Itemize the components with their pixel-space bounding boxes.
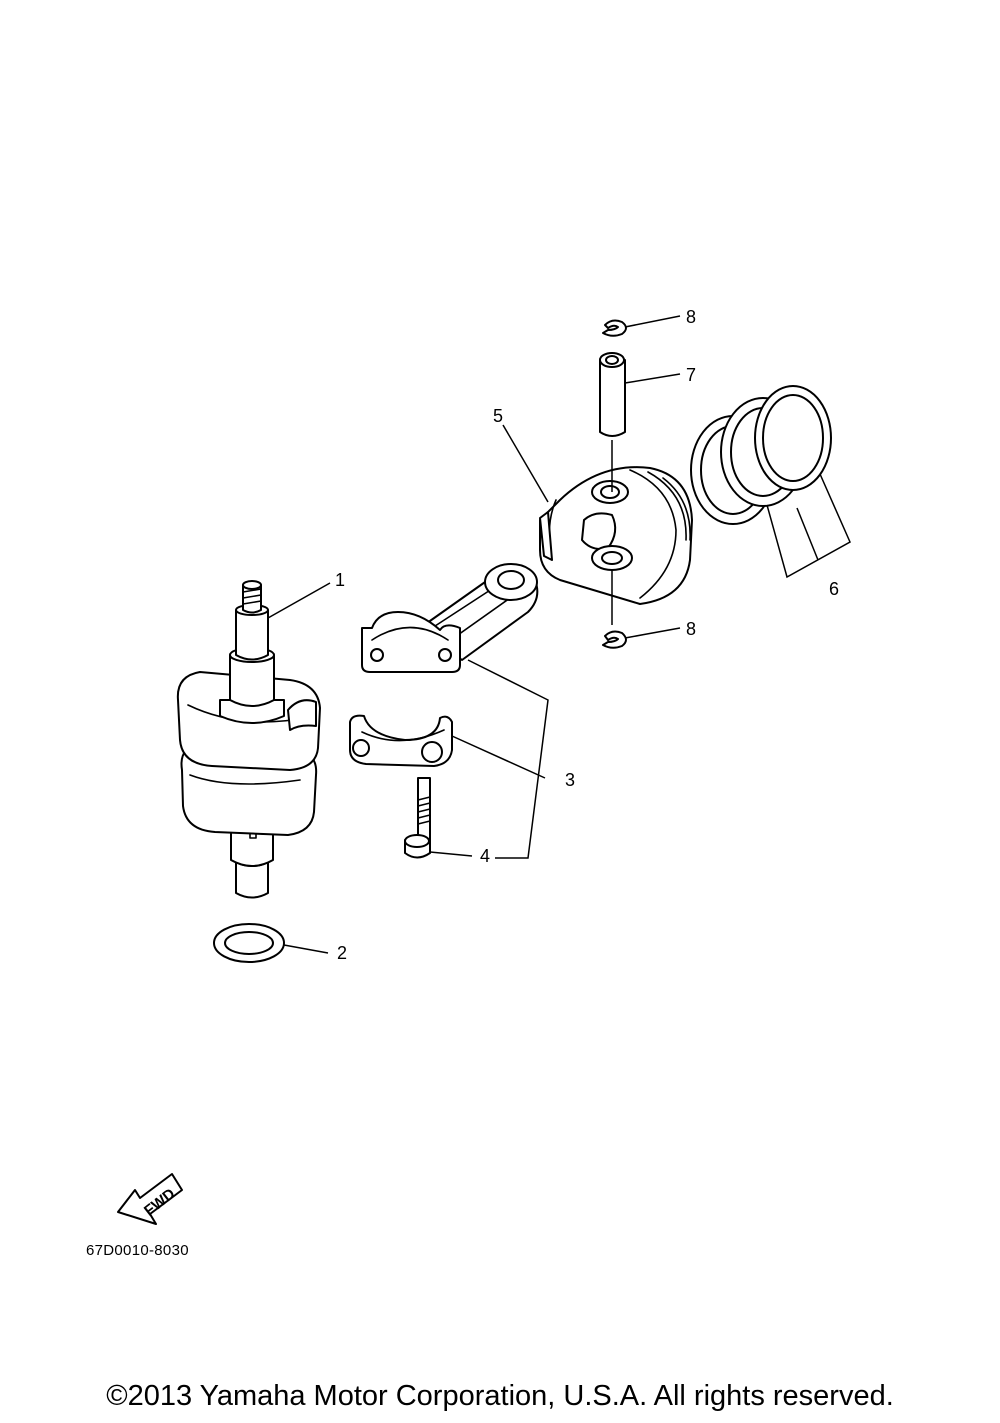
connecting-rod-part bbox=[349, 563, 539, 767]
piston-part bbox=[539, 466, 693, 605]
bolt-part bbox=[404, 777, 431, 859]
callout-3: 3 bbox=[565, 770, 575, 790]
leader-lines bbox=[267, 315, 851, 954]
diagram-code: 67D0010-8030 bbox=[86, 1242, 189, 1259]
callout-7: 7 bbox=[686, 365, 696, 385]
piston-rings-part bbox=[690, 385, 832, 525]
piston-pin-clip-bottom-part bbox=[602, 630, 627, 649]
callout-2: 2 bbox=[337, 943, 347, 963]
piston-pin-clip-top-part bbox=[602, 319, 627, 337]
callout-8-bottom: 8 bbox=[686, 619, 696, 639]
crankshaft-part bbox=[176, 580, 321, 899]
washer-part bbox=[213, 923, 285, 963]
callout-1: 1 bbox=[335, 570, 345, 590]
fwd-arrow-icon: FWD bbox=[117, 1173, 183, 1225]
piston-pin-part bbox=[599, 352, 626, 625]
callout-6: 6 bbox=[829, 579, 839, 599]
callout-5: 5 bbox=[493, 406, 503, 426]
callout-8-top: 8 bbox=[686, 307, 696, 327]
callout-4: 4 bbox=[480, 846, 490, 866]
copyright-text: ©2013 Yamaha Motor Corporation, U.S.A. A… bbox=[106, 1380, 894, 1412]
